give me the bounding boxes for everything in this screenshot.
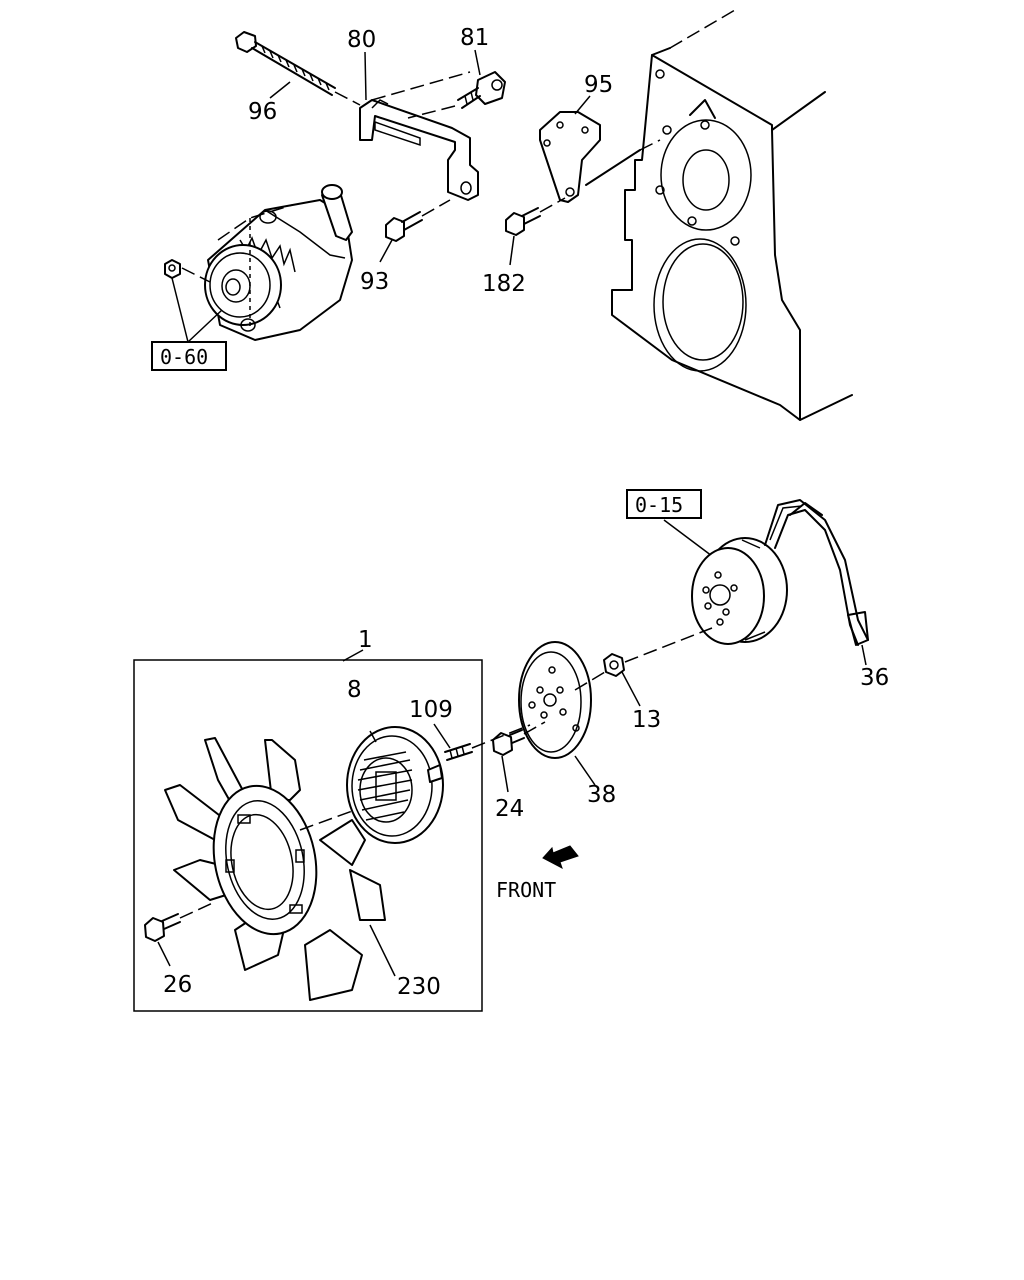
callout-109: 109 xyxy=(409,697,453,723)
lower-assembly: 0-15 xyxy=(133,489,889,1012)
fan-clutch-8 xyxy=(346,726,444,844)
bolt-26 xyxy=(144,901,216,967)
fan-230 xyxy=(164,737,396,1001)
callout-1: 1 xyxy=(358,627,373,653)
alternator-unit xyxy=(164,184,353,341)
callout-8: 8 xyxy=(347,677,362,703)
reference-box-bottom[interactable]: 0-15 xyxy=(626,489,702,519)
callout-93: 93 xyxy=(360,269,389,295)
bracket-80 xyxy=(359,71,479,201)
engine-block xyxy=(611,9,853,421)
callout-80: 80 xyxy=(347,27,376,53)
front-indicator: FRONT xyxy=(496,845,579,902)
plate-95 xyxy=(539,111,661,203)
arrow-down-left-icon xyxy=(542,845,579,870)
reference-0-15: 0-15 xyxy=(635,493,683,517)
nut-13 xyxy=(603,627,713,707)
callout-26: 26 xyxy=(163,972,192,998)
bolt-93 xyxy=(385,199,451,242)
bolt-81 xyxy=(407,71,506,119)
callout-230: 230 xyxy=(397,974,441,1000)
callout-38: 38 xyxy=(587,782,616,808)
front-label: FRONT xyxy=(496,878,556,902)
callout-182: 182 xyxy=(482,271,526,297)
bolt-182 xyxy=(505,197,566,236)
group-box-1 xyxy=(133,659,483,1012)
callout-36: 36 xyxy=(860,665,889,691)
reference-0-60: 0-60 xyxy=(160,345,208,369)
callout-96: 96 xyxy=(248,99,277,125)
upper-assembly: 80 81 96 95 93 182 0-60 xyxy=(151,9,853,421)
callout-81: 81 xyxy=(460,25,489,51)
callout-95: 95 xyxy=(584,72,613,98)
callout-13: 13 xyxy=(632,707,661,733)
pulley xyxy=(691,537,788,645)
long-bolt-96 xyxy=(235,31,361,106)
plate-38 xyxy=(518,641,606,786)
callout-24: 24 xyxy=(495,796,524,822)
belt-36 xyxy=(764,499,869,666)
reference-box-top[interactable]: 0-60 xyxy=(151,341,227,371)
